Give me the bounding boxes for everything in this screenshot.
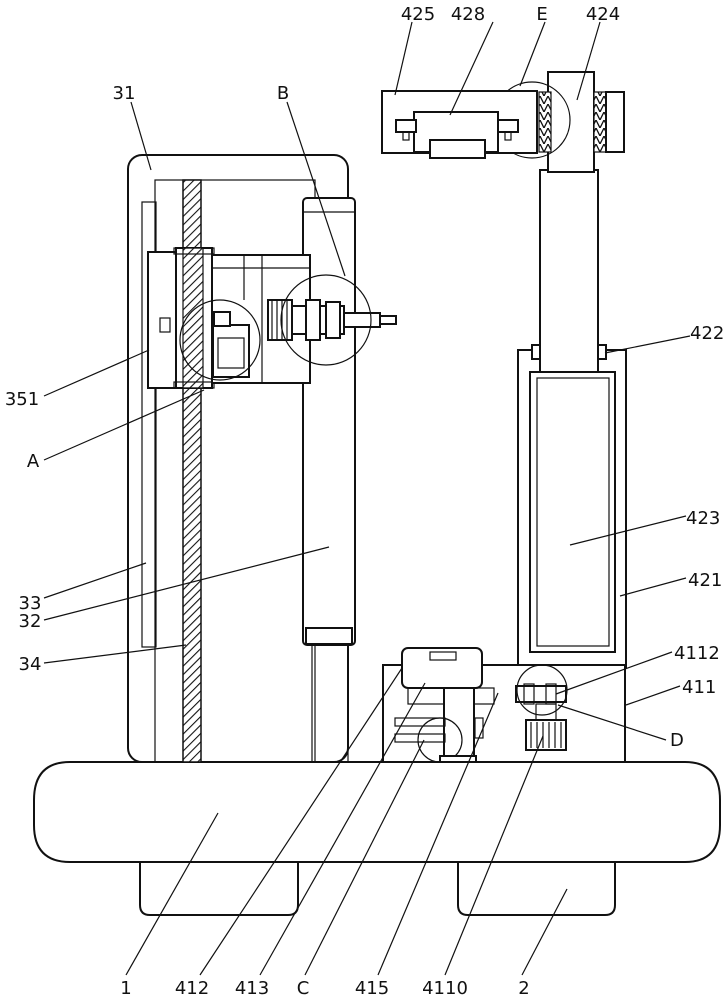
label-415: 415 bbox=[355, 978, 389, 999]
label-33: 33 bbox=[19, 593, 42, 614]
label-e: E bbox=[536, 4, 547, 25]
label-a: A bbox=[27, 451, 40, 472]
label-34: 34 bbox=[19, 654, 42, 675]
left-column-assembly bbox=[127, 154, 397, 763]
label-b: B bbox=[277, 83, 289, 104]
leader-lines bbox=[43, 21, 691, 976]
callout-labels: 425 428 E 424 31 B 422 351 A 423 421 33 … bbox=[5, 4, 725, 999]
label-c: C bbox=[297, 978, 310, 999]
label-422: 422 bbox=[690, 323, 724, 344]
label-421: 421 bbox=[688, 570, 722, 591]
label-425: 425 bbox=[401, 4, 435, 25]
label-4112: 4112 bbox=[674, 643, 720, 664]
label-32: 32 bbox=[19, 611, 42, 632]
right-mast-assembly bbox=[381, 71, 627, 669]
label-423: 423 bbox=[686, 508, 720, 529]
label-4110: 4110 bbox=[422, 978, 468, 999]
label-d: D bbox=[670, 730, 684, 751]
label-424: 424 bbox=[586, 4, 620, 25]
label-412: 412 bbox=[175, 978, 209, 999]
lower-box-assembly bbox=[382, 647, 626, 763]
label-31: 31 bbox=[113, 83, 136, 104]
label-2: 2 bbox=[518, 978, 529, 999]
label-1: 1 bbox=[120, 978, 131, 999]
label-413: 413 bbox=[235, 978, 269, 999]
label-428: 428 bbox=[451, 4, 485, 25]
label-351: 351 bbox=[5, 389, 39, 410]
base-platform bbox=[33, 761, 721, 916]
label-411: 411 bbox=[682, 677, 716, 698]
